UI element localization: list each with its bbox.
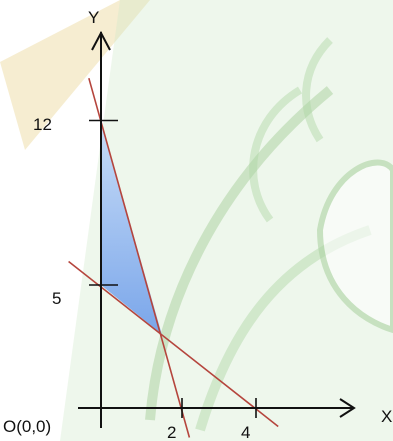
x-tick-label: 2	[167, 423, 176, 441]
origin-label: O(0,0)	[3, 417, 51, 436]
x-tick-label: 4	[241, 423, 250, 441]
x-axis-label: X	[381, 407, 392, 426]
x-axis-arrowhead	[339, 398, 356, 418]
shallow-line	[68, 260, 279, 428]
y-axis-label: Y	[88, 8, 99, 27]
steep-line	[88, 77, 191, 438]
y-tick-label: 12	[33, 115, 52, 134]
y-axis-arrowhead	[91, 30, 111, 51]
y-tick-label: 5	[52, 289, 61, 308]
